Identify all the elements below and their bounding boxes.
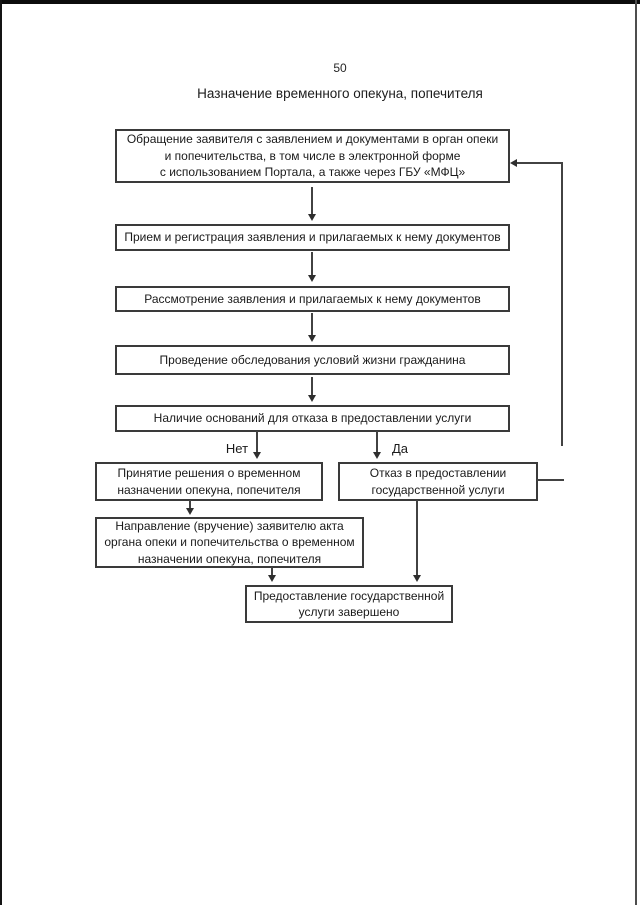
arrow-reception-to-consideration-line bbox=[311, 252, 313, 276]
page-left-border bbox=[0, 0, 2, 905]
branch-label-no: Нет bbox=[225, 441, 249, 456]
page-right-border bbox=[635, 0, 637, 905]
arrow-act-to-final-line bbox=[271, 567, 273, 576]
feedback-refusal-out-line bbox=[537, 479, 564, 481]
arrow-refusal-to-final-line bbox=[416, 500, 418, 576]
arrow-refusal-to-final-head bbox=[413, 575, 421, 582]
arrow-reception-to-consideration-head bbox=[308, 275, 316, 282]
flow-node-consideration: Рассмотрение заявления и прилагаемых к н… bbox=[115, 286, 510, 312]
flow-node-inspection: Проведение обследования условий жизни гр… bbox=[115, 345, 510, 375]
feedback-vertical-line bbox=[561, 162, 563, 446]
flow-node-grounds-check: Наличие оснований для отказа в предостав… bbox=[115, 405, 510, 432]
page-number: 50 bbox=[333, 61, 347, 75]
flow-node-refusal: Отказ в предоставлении государственной у… bbox=[338, 462, 538, 501]
arrow-apply-to-reception-line bbox=[311, 187, 313, 215]
arrow-grounds-yes-branch-head bbox=[373, 452, 381, 459]
flow-node-apply: Обращение заявителя с заявлением и докум… bbox=[115, 129, 510, 183]
page-top-border bbox=[0, 0, 640, 4]
arrow-decision-to-act-head bbox=[186, 508, 194, 515]
branch-label-yes: Да bbox=[391, 441, 409, 456]
arrow-grounds-no-branch-head bbox=[253, 452, 261, 459]
feedback-arrowhead-into-apply bbox=[510, 159, 517, 167]
flow-node-reception: Прием и регистрация заявления и прилагае… bbox=[115, 224, 510, 251]
arrow-apply-to-reception-head bbox=[308, 214, 316, 221]
flow-node-act-delivery: Направление (вручение) заявителю акта ор… bbox=[95, 517, 364, 568]
flow-node-decision: Принятие решения о временном назначении … bbox=[95, 462, 323, 501]
arrow-grounds-yes-branch-line bbox=[376, 431, 378, 453]
arrow-grounds-no-branch-line bbox=[256, 431, 258, 453]
feedback-top-line bbox=[517, 162, 563, 164]
arrow-consideration-to-inspection-line bbox=[311, 313, 313, 336]
flow-node-service-completed: Предоставление государственной услуги за… bbox=[245, 585, 453, 623]
arrow-act-to-final-head bbox=[268, 575, 276, 582]
arrow-inspection-to-grounds-head bbox=[308, 395, 316, 402]
arrow-consideration-to-inspection-head bbox=[308, 335, 316, 342]
arrow-inspection-to-grounds-line bbox=[311, 377, 313, 396]
arrow-decision-to-act-line bbox=[189, 500, 191, 509]
page-title: Назначение временного опекуна, попечител… bbox=[197, 86, 483, 101]
